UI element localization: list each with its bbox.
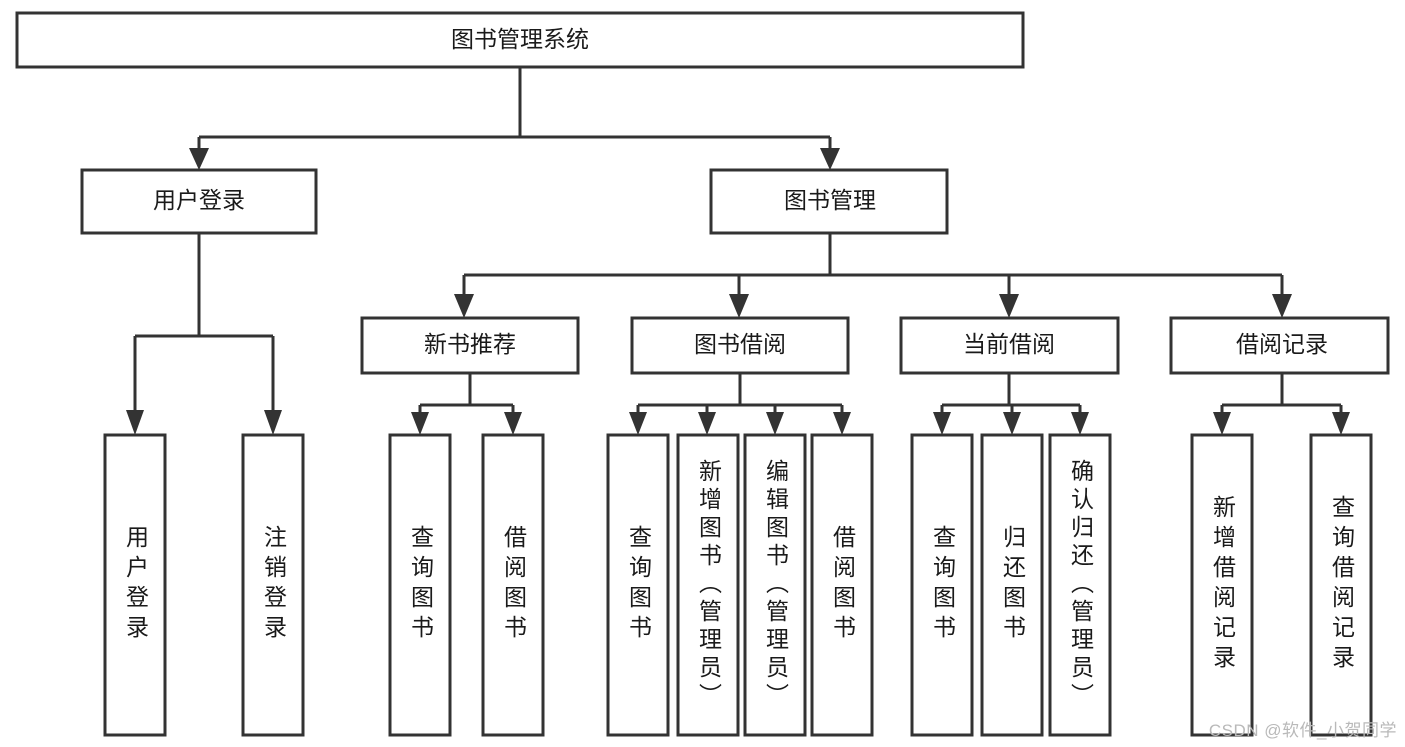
node-root-box[interactable] (15, 11, 1025, 69)
arrow-new-book-leaf-2 (504, 412, 522, 435)
node-borrow-records[interactable]: 借阅记录 (1169, 316, 1390, 375)
node-book-borrow[interactable]: 图书借阅 (630, 316, 850, 375)
node-user-login-box[interactable] (80, 168, 318, 235)
connector-layer (126, 67, 1350, 435)
node-new-book-recommend-label: 新书推荐 (424, 331, 516, 357)
arrow-root-to-user-login (189, 148, 209, 170)
arrow-current-leaf-1 (933, 412, 951, 435)
leaf-box-borrow-book-rec[interactable] (481, 433, 545, 737)
node-book-management-box[interactable] (709, 168, 949, 235)
node-borrow-records-box[interactable] (1169, 316, 1390, 375)
arrow-book-mgmt-to-borrow (729, 294, 749, 318)
leaf-box-confirm-return-admin[interactable] (1048, 433, 1112, 737)
arrow-borrow-leaf-1 (629, 412, 647, 435)
leaf-box-query-book-current[interactable] (910, 433, 974, 737)
arrow-user-login-leaf-1 (126, 410, 144, 435)
arrow-book-mgmt-to-records (1272, 294, 1292, 318)
arrow-user-login-leaf-2 (264, 410, 282, 435)
leaf-box-query-book-borrow[interactable] (606, 433, 670, 737)
leaf-box-add-book-admin[interactable] (676, 433, 740, 737)
node-current-borrow-box[interactable] (899, 316, 1120, 375)
arrow-records-leaf-1 (1213, 412, 1231, 435)
arrow-current-leaf-3 (1071, 412, 1089, 435)
node-book-borrow-label: 图书借阅 (694, 331, 786, 357)
node-borrow-records-label: 借阅记录 (1236, 331, 1328, 357)
node-book-borrow-box[interactable] (630, 316, 850, 375)
node-new-book-recommend[interactable]: 新书推荐 (360, 316, 580, 375)
arrow-current-leaf-2 (1003, 412, 1021, 435)
node-current-borrow-label: 当前借阅 (963, 331, 1055, 357)
arrow-borrow-leaf-2 (698, 412, 716, 435)
arrow-root-to-book-mgmt (820, 148, 840, 170)
node-user-login-label: 用户登录 (153, 187, 245, 213)
leaf-box-layer (103, 433, 1373, 737)
arrow-records-leaf-2 (1332, 412, 1350, 435)
csdn-watermark: CSDN @软件_小贺同学 (1208, 721, 1397, 740)
arrow-borrow-leaf-3 (766, 412, 784, 435)
arrow-new-book-leaf-1 (411, 412, 429, 435)
arrow-book-mgmt-to-new-book (454, 294, 474, 318)
leaf-box-query-book-rec[interactable] (388, 433, 452, 737)
leaf-box-add-borrow-record[interactable] (1190, 433, 1254, 737)
leaf-box-borrow-book[interactable] (810, 433, 874, 737)
node-new-book-recommend-box[interactable] (360, 316, 580, 375)
leaf-box-logout[interactable] (241, 433, 305, 737)
leaf-box-query-borrow-record[interactable] (1309, 433, 1373, 737)
leaf-box-user-login[interactable] (103, 433, 167, 737)
node-root-label: 图书管理系统 (451, 26, 589, 52)
node-book-management-label: 图书管理 (784, 187, 876, 213)
leaf-box-return-book[interactable] (980, 433, 1044, 737)
node-current-borrow[interactable]: 当前借阅 (899, 316, 1120, 375)
leaf-box-edit-book-admin[interactable] (743, 433, 807, 737)
node-root[interactable]: 图书管理系统 (15, 11, 1025, 69)
node-user-login[interactable]: 用户登录 (80, 168, 318, 235)
arrow-borrow-leaf-4 (833, 412, 851, 435)
arrow-book-mgmt-to-current (999, 294, 1019, 318)
node-book-management[interactable]: 图书管理 (709, 168, 949, 235)
